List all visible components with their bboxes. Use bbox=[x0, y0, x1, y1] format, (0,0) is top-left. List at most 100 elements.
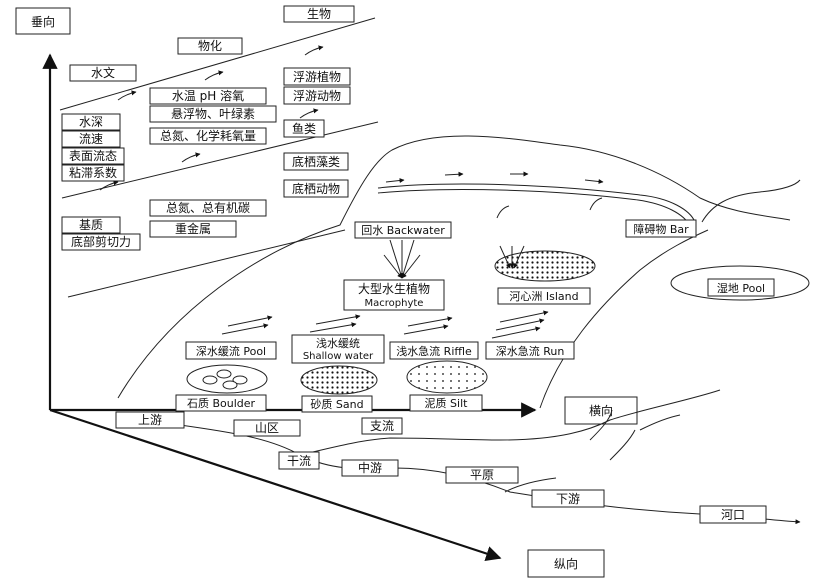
svg-text:生物: 生物 bbox=[307, 7, 331, 21]
island-shape bbox=[494, 250, 596, 282]
habitat-island: 河心洲 Island bbox=[497, 287, 591, 305]
biology-category-label: 生物 bbox=[283, 5, 355, 23]
svg-text:障碍物 Bar: 障碍物 Bar bbox=[633, 222, 689, 236]
habitat-backwater: 回水 Backwater bbox=[354, 221, 452, 239]
separator-line-3 bbox=[67, 229, 346, 298]
svg-text:干流: 干流 bbox=[287, 454, 311, 468]
substrate-param-shear: 底部剪切力 bbox=[61, 233, 141, 251]
svg-text:总氮、化学耗氧量: 总氮、化学耗氧量 bbox=[160, 128, 256, 143]
svg-text:回水 Backwater: 回水 Backwater bbox=[361, 224, 445, 237]
biology-param-zoobenthos: 底栖动物 bbox=[283, 179, 349, 198]
flow-tick bbox=[496, 205, 510, 219]
svg-text:泥质 Silt: 泥质 Silt bbox=[425, 397, 469, 410]
svg-text:中游: 中游 bbox=[358, 460, 382, 475]
zone-mainstream: 干流 bbox=[278, 451, 320, 470]
svg-text:浅水急流 Riffle: 浅水急流 Riffle bbox=[396, 344, 472, 358]
flow-hatching bbox=[221, 310, 549, 339]
river-channel-upper bbox=[377, 183, 696, 223]
svg-text:石质 Boulder: 石质 Boulder bbox=[187, 397, 256, 410]
lateral-axis-label: 横向 bbox=[564, 396, 638, 425]
habitat-silt: 泥质 Silt bbox=[409, 394, 483, 412]
svg-text:重金属: 重金属 bbox=[175, 221, 211, 236]
boulder-shape bbox=[186, 364, 268, 394]
biology-param-benthic-algae: 底栖藻类 bbox=[283, 152, 349, 171]
separator-line-1 bbox=[59, 17, 376, 111]
habitat-shallow-water: 浅水缓统 Shallow water bbox=[291, 334, 385, 364]
chemistry-param-suspended-chlorophyll: 悬浮物、叶绿素 bbox=[149, 105, 277, 123]
svg-text:水深: 水深 bbox=[79, 115, 103, 129]
svg-text:湿地 Pool: 湿地 Pool bbox=[717, 282, 765, 295]
svg-text:支流: 支流 bbox=[370, 419, 394, 433]
tributary-path bbox=[299, 389, 721, 456]
tributary-branch-1 bbox=[589, 409, 613, 441]
habitat-bar: 障碍物 Bar bbox=[625, 219, 697, 238]
habitat-riffle: 浅水急流 Riffle bbox=[389, 341, 479, 360]
habitat-pool: 深水缓流 Pool bbox=[185, 341, 277, 360]
habitat-wetland: 湿地 Pool bbox=[707, 278, 775, 297]
tributary-branch-2 bbox=[639, 414, 681, 431]
svg-text:流速: 流速 bbox=[79, 132, 103, 146]
svg-text:垂向: 垂向 bbox=[31, 14, 55, 29]
svg-text:Macrophyte: Macrophyte bbox=[365, 298, 424, 309]
hydrology-category-label: 水文 bbox=[69, 64, 137, 82]
hydrology-param-viscosity: 粘滞系数 bbox=[61, 164, 125, 182]
hydrology-param-surface-flow: 表面流态 bbox=[61, 147, 125, 165]
svg-text:粘滞系数: 粘滞系数 bbox=[69, 165, 117, 180]
hydrology-param-depth: 水深 bbox=[61, 113, 121, 131]
zone-downstream: 下游 bbox=[531, 489, 605, 508]
svg-text:下游: 下游 bbox=[556, 492, 580, 506]
habitat-run: 深水急流 Run bbox=[485, 341, 575, 360]
svg-text:大型水生植物: 大型水生植物 bbox=[358, 281, 430, 296]
svg-text:砂质 Sand: 砂质 Sand bbox=[310, 398, 363, 411]
river-channel-lower bbox=[377, 188, 691, 227]
svg-text:山区: 山区 bbox=[255, 421, 279, 435]
svg-text:浮游动物: 浮游动物 bbox=[293, 89, 341, 103]
svg-text:基质: 基质 bbox=[79, 218, 103, 232]
zone-mountain: 山区 bbox=[233, 419, 301, 437]
hydrology-param-velocity: 流速 bbox=[61, 130, 121, 148]
svg-text:浅水缓统: 浅水缓统 bbox=[316, 337, 360, 350]
zone-tributary: 支流 bbox=[361, 417, 403, 435]
svg-text:表面流态: 表面流态 bbox=[69, 149, 117, 163]
zone-midstream: 中游 bbox=[341, 459, 399, 477]
tributary-branch-4 bbox=[609, 429, 636, 461]
svg-text:Shallow water: Shallow water bbox=[303, 351, 374, 362]
biology-param-fish: 鱼类 bbox=[283, 119, 325, 138]
svg-text:横向: 横向 bbox=[589, 403, 613, 418]
silt-shape bbox=[406, 360, 488, 394]
svg-text:河口: 河口 bbox=[721, 508, 745, 522]
svg-text:平原: 平原 bbox=[470, 468, 494, 482]
biology-param-zooplankton: 浮游动物 bbox=[283, 86, 351, 105]
svg-text:悬浮物、叶绿素: 悬浮物、叶绿素 bbox=[171, 106, 255, 121]
tributary-branch-3 bbox=[504, 477, 557, 493]
chemistry-category-label: 物化 bbox=[177, 37, 243, 55]
zone-plain: 平原 bbox=[445, 466, 519, 484]
chemistry-param-tn-cod: 总氮、化学耗氧量 bbox=[149, 127, 267, 145]
svg-text:上游: 上游 bbox=[138, 413, 162, 427]
zone-estuary: 河口 bbox=[699, 505, 767, 524]
svg-text:底部剪切力: 底部剪切力 bbox=[71, 234, 131, 249]
habitat-boulder: 石质 Boulder bbox=[175, 394, 267, 412]
svg-text:底栖藻类: 底栖藻类 bbox=[292, 154, 340, 169]
svg-text:深水急流 Run: 深水急流 Run bbox=[496, 344, 565, 358]
river-bank-far bbox=[701, 179, 801, 223]
svg-text:深水缓流 Pool: 深水缓流 Pool bbox=[196, 344, 266, 358]
river-left-bank bbox=[117, 135, 791, 399]
chemistry-param-heavy-metals: 重金属 bbox=[149, 220, 237, 238]
vertical-axis-label: 垂向 bbox=[15, 7, 71, 35]
river-right-bank bbox=[539, 229, 709, 409]
flow-arrows-upper bbox=[99, 45, 324, 191]
substrate-param-substrate: 基质 bbox=[61, 216, 121, 234]
macrophyte-arrows bbox=[383, 239, 421, 279]
svg-text:纵向: 纵向 bbox=[554, 556, 578, 571]
zone-upstream: 上游 bbox=[115, 411, 185, 429]
chemistry-param-tn-toc: 总氮、总有机碳 bbox=[149, 199, 267, 217]
svg-text:水文: 水文 bbox=[91, 65, 115, 80]
habitat-macrophyte: 大型水生植物 Macrophyte bbox=[343, 279, 445, 311]
habitat-sand: 砂质 Sand bbox=[301, 395, 373, 413]
longitudinal-axis-line bbox=[49, 408, 502, 561]
svg-text:水温 pH 溶氧: 水温 pH 溶氧 bbox=[172, 88, 244, 103]
svg-text:河心洲 Island: 河心洲 Island bbox=[509, 290, 578, 303]
